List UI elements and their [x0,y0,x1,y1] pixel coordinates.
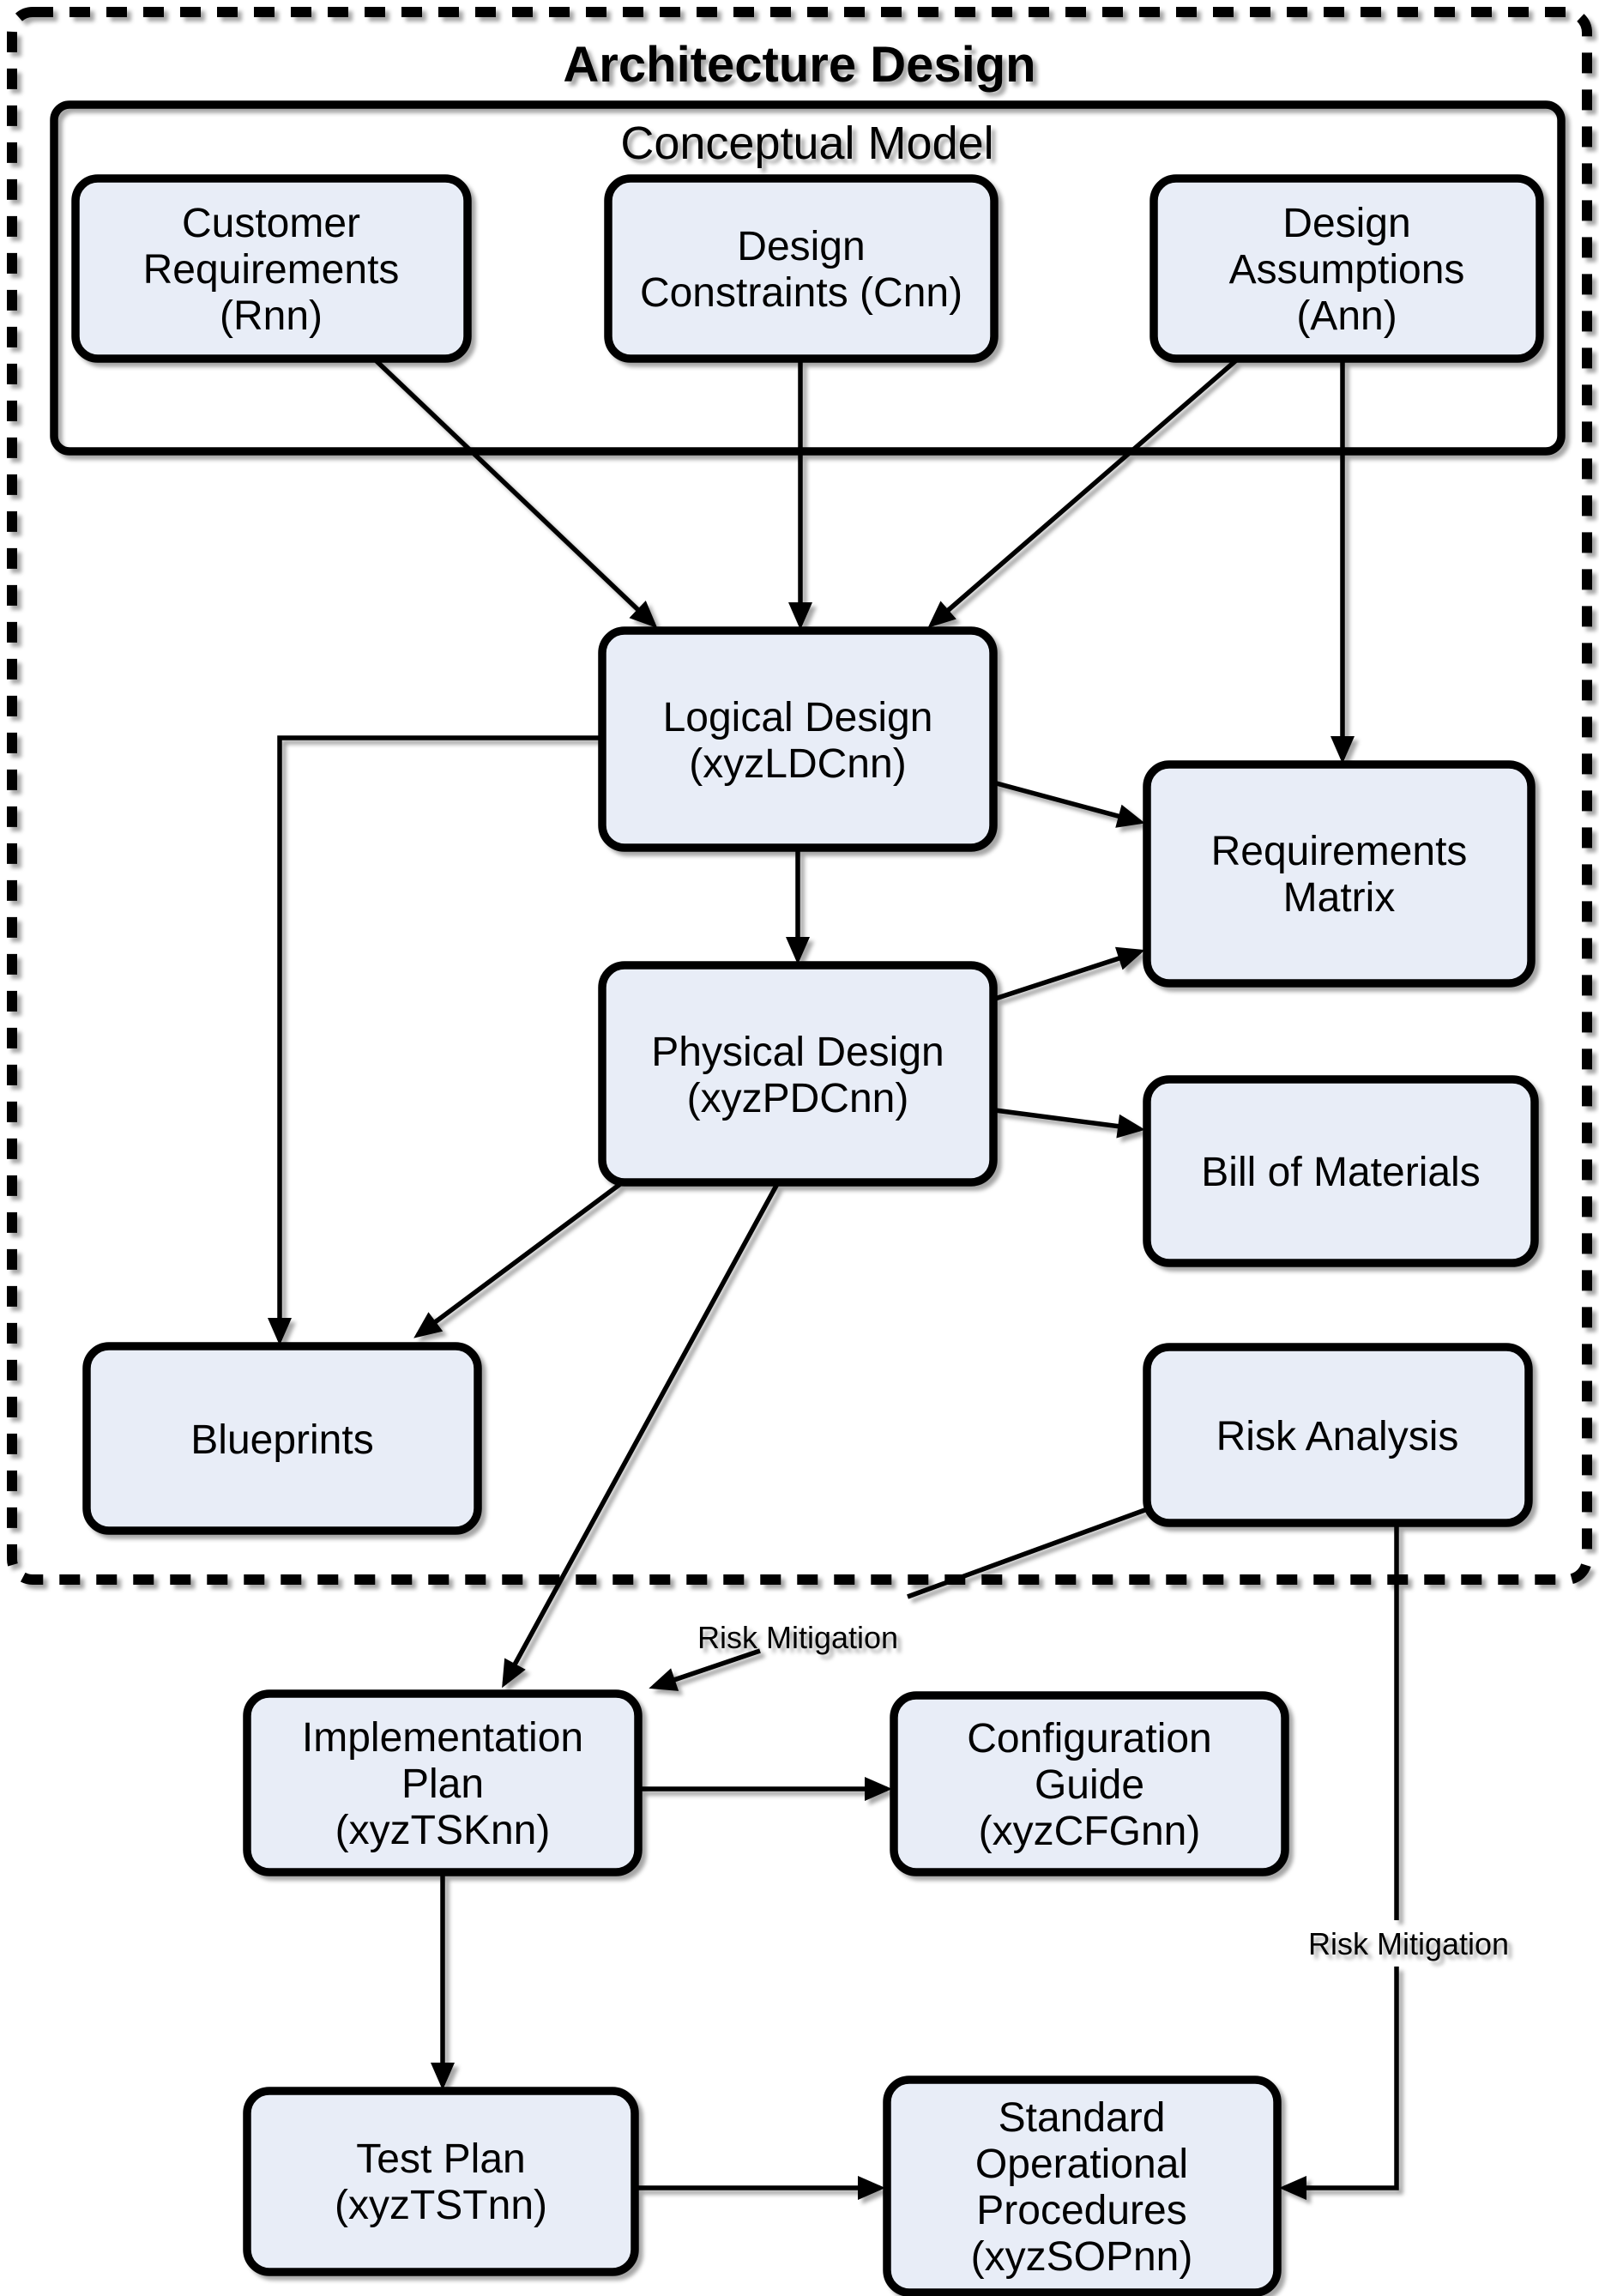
customer-requirements-label-line3: (Rnn) [220,293,323,339]
design-constraints-label-line1: Design [737,224,865,269]
blueprints-label-line1: Blueprints [190,1417,373,1463]
test-plan-box [243,2087,639,2276]
conceptual-model-label: Conceptual Model [620,118,993,169]
connector-logical-design-to-requirements-matrix [993,780,1145,828]
requirements-matrix-label-line1: Requirements [1211,829,1468,874]
implementation-plan-box [243,1689,643,1876]
risk-analysis-box [1143,1343,1533,1527]
requirements-matrix-label-line2: Matrix [1283,875,1396,921]
standard-operational-procedures-label-line3: Procedures [976,2188,1186,2233]
design-assumptions-label-line3: (Ann) [1296,293,1397,339]
bill-of-materials-box [1143,1075,1539,1267]
design-assumptions-label-line2: Assumptions [1229,247,1465,293]
connector-risk-analysis-to-sop-lower [1279,1967,1399,2200]
design-assumptions-box [1149,174,1544,363]
architecture-design-dashed-border [7,7,1592,1585]
connector-risk-analysis-to-implementation-plan-upper [907,1506,1150,1599]
logical-design-label-line1: Logical Design [663,695,933,740]
conceptual-model-container [50,100,1566,456]
node-standard-operational-procedures: Standard Operational Procedures (xyzSOPn… [883,2075,1282,2296]
design-assumptions-label-line1: Design [1282,201,1410,246]
bill-of-materials-label-line1: Bill of Materials [1201,1150,1480,1195]
customer-requirements-label-line2: Requirements [143,247,400,293]
implementation-plan-label-line2: Plan [401,1761,484,1807]
node-test-plan: Test Plan (xyzTSTnn) [243,2087,639,2276]
node-physical-design: Physical Design (xyzPDCnn) [598,961,998,1187]
connector-risk-analysis-to-implementation-plan-lower [649,1648,761,1691]
risk-analysis-label-line1: Risk Analysis [1216,1414,1459,1459]
connector-physical-design-to-requirements-matrix [994,946,1145,1001]
node-risk-analysis: Risk Analysis [1143,1343,1533,1527]
configuration-guide-box [890,1691,1289,1876]
diagram-title: Architecture Design [563,37,1035,93]
connector-design-assumptions-to-logical-design [927,358,1238,628]
risk-mitigation-label-right: Risk Mitigation [1308,1926,1509,1961]
logical-design-box [598,626,998,852]
connector-logical-design-to-blueprints [268,735,602,1345]
configuration-guide-label-line1: Configuration [967,1716,1212,1761]
node-design-assumptions: Design Assumptions (Ann) [1149,174,1544,363]
node-requirements-matrix: Requirements Matrix [1143,760,1536,988]
node-bill-of-materials: Bill of Materials [1143,1075,1539,1267]
physical-design-box [598,961,998,1187]
logical-design-label-line2: (xyzLDCnn) [689,741,906,787]
design-constraints-box [604,174,999,363]
implementation-plan-label-line1: Implementation [302,1715,583,1761]
node-configuration-guide: Configuration Guide (xyzCFGnn) [890,1691,1289,1876]
node-design-constraints: Design Constraints (Cnn) [604,174,999,363]
design-constraints-label-line2: Constraints (Cnn) [640,270,962,316]
requirements-matrix-box [1143,760,1536,988]
blueprints-box [82,1342,482,1535]
standard-operational-procedures-label-line1: Standard [999,2095,1166,2141]
physical-design-label-line1: Physical Design [651,1030,944,1075]
connector-physical-design-to-blueprints [413,1181,622,1338]
node-blueprints: Blueprints [82,1342,482,1535]
node-logical-design: Logical Design (xyzLDCnn) [598,626,998,852]
customer-requirements-label-line1: Customer [182,201,360,246]
node-implementation-plan: Implementation Plan (xyzTSKnn) [243,1689,643,1876]
standard-operational-procedures-box [883,2075,1282,2296]
connector-customer-requirements-to-logical-design [374,359,658,629]
standard-operational-procedures-label-line4: (xyzSOPnn) [971,2234,1193,2280]
node-customer-requirements: Customer Requirements (Rnn) [71,174,472,363]
implementation-plan-label-line3: (xyzTSKnn) [335,1808,551,1853]
physical-design-label-line2: (xyzPDCnn) [687,1076,909,1121]
standard-operational-procedures-label-line2: Operational [975,2142,1188,2187]
configuration-guide-label-line3: (xyzCFGnn) [979,1809,1201,1854]
customer-requirements-box [71,174,472,363]
connector-physical-design-to-bill-of-materials [994,1108,1145,1139]
connector-physical-design-to-implementation-plan [502,1182,780,1689]
test-plan-label-line1: Test Plan [356,2136,525,2182]
test-plan-label-line2: (xyzTSTnn) [335,2183,547,2228]
risk-mitigation-label-left: Risk Mitigation [697,1620,898,1655]
configuration-guide-label-line2: Guide [1035,1762,1144,1808]
